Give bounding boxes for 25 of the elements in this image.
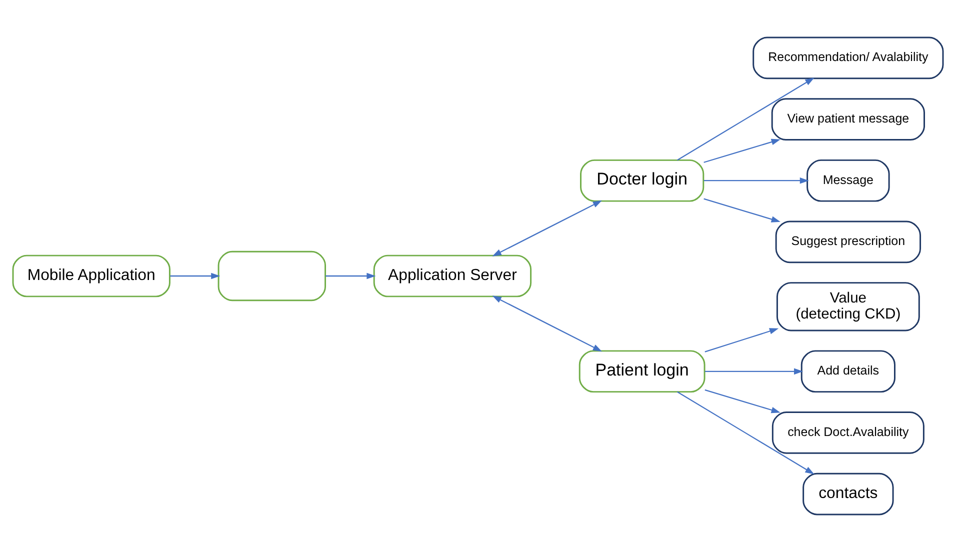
arrow	[704, 138, 780, 163]
arrow	[492, 296, 602, 352]
node-box: Add details	[800, 350, 896, 393]
arrow	[677, 391, 814, 474]
arrow	[704, 198, 780, 222]
node-box: Docter login	[580, 159, 704, 202]
arrow	[170, 272, 220, 280]
node-box	[218, 250, 326, 302]
node-box: Message	[806, 159, 890, 202]
arrow	[677, 78, 814, 161]
node-box: Mobile Application	[12, 254, 170, 298]
arrow	[492, 200, 602, 256]
arrow	[704, 389, 780, 414]
node-box: Patient login	[578, 350, 706, 393]
node-box: contacts	[802, 472, 894, 516]
arrow	[326, 272, 376, 280]
node-box: Recommendation/ Avalability	[752, 36, 944, 80]
node-box: Suggest prescription	[775, 220, 922, 264]
node-box: View patient message	[771, 98, 925, 140]
node-box: Application Server	[373, 254, 532, 298]
node-box: Value (detecting CKD)	[776, 282, 920, 332]
node-box: check Doct.Avalability	[772, 412, 924, 454]
arrow	[704, 368, 804, 375]
arrow	[704, 177, 809, 184]
arrow	[704, 328, 779, 352]
